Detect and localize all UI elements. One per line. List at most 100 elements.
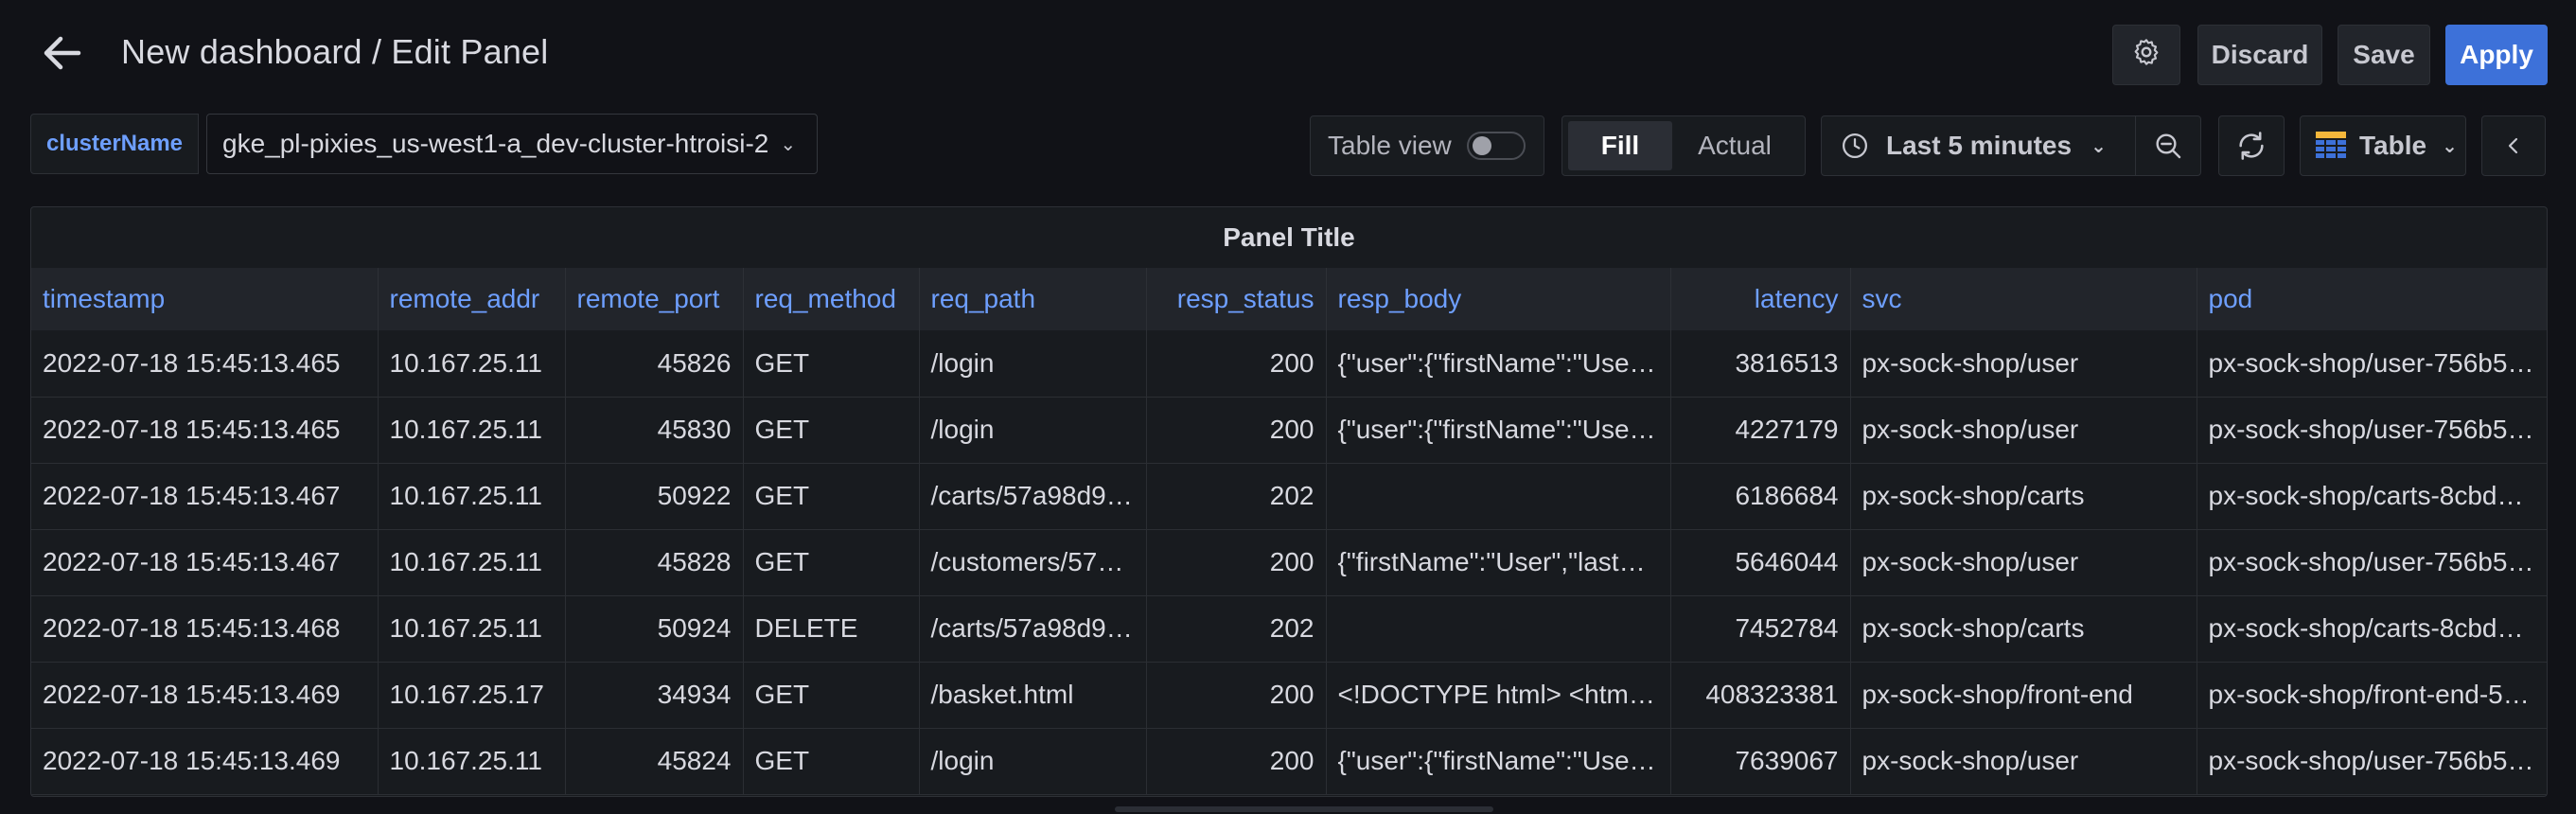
apply-button[interactable]: Apply [2445,25,2548,85]
settings-button[interactable] [2112,25,2180,85]
save-button[interactable]: Save [2338,25,2430,85]
table-cell-resp-status[interactable]: 200 [1146,330,1327,397]
table-cell-pod[interactable]: px-sock-shop/user-756b58b7f5 [2197,529,2547,595]
table-cell-req-path[interactable]: /carts/57a98d98e4b00679b4a830af [919,463,1147,529]
table-cell-remote-port[interactable]: 34934 [565,662,744,728]
table-cell-remote-addr[interactable]: 10.167.25.11 [378,728,566,794]
table-cell-req-path[interactable]: /carts/57a98d98e4b00679b4a830af [919,595,1147,662]
table-cell-timestamp[interactable]: 2022-07-18 15:45:13.469 [31,662,379,728]
table-cell-resp-body[interactable]: {"user":{"firstName":"User","lastName":"… [1326,397,1671,463]
table-cell-remote-addr[interactable]: 10.167.25.17 [378,662,566,728]
table-cell-timestamp[interactable]: 2022-07-18 15:45:13.465 [31,330,379,397]
discard-button[interactable]: Discard [2197,25,2322,85]
table-cell-resp-body[interactable]: <!DOCTYPE html> <html lang="en"> [1326,662,1671,728]
column-header-remote-addr[interactable]: remote_addr [378,268,566,330]
table-cell-resp-body[interactable]: {"user":{"firstName":"User","lastName":"… [1326,330,1671,397]
table-cell-resp-body[interactable] [1326,595,1671,662]
table-cell-remote-port[interactable]: 50922 [565,463,744,529]
table-cell-req-method[interactable]: GET [743,463,920,529]
column-header-remote-port[interactable]: remote_port [565,268,744,330]
column-header-latency[interactable]: latency [1670,268,1851,330]
table-cell-remote-port[interactable]: 45828 [565,529,744,595]
table-cell-req-path[interactable]: /login [919,728,1147,794]
table-cell-timestamp[interactable]: 2022-07-18 15:45:13.469 [31,728,379,794]
column-header-svc[interactable]: svc [1850,268,2197,330]
table-cell-pod[interactable]: px-sock-shop/user-756b58b7f5 [2197,728,2547,794]
table-cell-resp-body[interactable] [1326,463,1671,529]
table-cell-pod[interactable]: px-sock-shop/user-756b58b7f5 [2197,330,2547,397]
table-cell-req-path[interactable]: /login [919,330,1147,397]
horizontal-scrollbar[interactable] [1115,806,1493,812]
chevron-down-icon: ⌄ [2442,135,2458,157]
table-cell-req-path[interactable]: /customers/57a98d98e4b00679b4a830af [919,529,1147,595]
table-cell-req-method[interactable]: GET [743,529,920,595]
zoom-out-button[interactable] [2135,115,2201,176]
table-cell-svc[interactable]: px-sock-shop/user [1850,728,2197,794]
table-cell-pod[interactable]: px-sock-shop/front-end-5c7b [2197,662,2547,728]
fill-option[interactable]: Fill [1568,121,1672,170]
actual-option[interactable]: Actual [1698,131,1772,160]
table-cell-latency[interactable]: 408323381 [1670,662,1851,728]
table-cell-svc[interactable]: px-sock-shop/carts [1850,463,2197,529]
back-arrow-icon[interactable] [38,28,87,78]
table-cell-latency[interactable]: 7452784 [1670,595,1851,662]
table-cell-remote-port[interactable]: 50924 [565,595,744,662]
chevron-left-icon [2504,134,2523,157]
table-cell-remote-addr[interactable]: 10.167.25.11 [378,595,566,662]
table-cell-svc[interactable]: px-sock-shop/carts [1850,595,2197,662]
data-table: timestamp remote_addr remote_port req_me… [31,268,2547,795]
table-cell-req-method[interactable]: GET [743,728,920,794]
fill-actual-segment: Fill Actual [1561,115,1806,176]
table-cell-svc[interactable]: px-sock-shop/user [1850,397,2197,463]
table-cell-pod[interactable]: px-sock-shop/carts-8cbd8c8b6 [2197,595,2547,662]
table-cell-resp-body[interactable]: {"user":{"firstName":"User","lastName":"… [1326,728,1671,794]
table-cell-req-method[interactable]: GET [743,662,920,728]
column-header-req-method[interactable]: req_method [743,268,920,330]
table-cell-req-path[interactable]: /basket.html [919,662,1147,728]
table-cell-resp-status[interactable]: 200 [1146,529,1327,595]
collapse-options-button[interactable] [2481,115,2546,176]
table-cell-remote-port[interactable]: 45830 [565,397,744,463]
table-view-toggle[interactable] [1466,132,1526,160]
table-cell-latency[interactable]: 4227179 [1670,397,1851,463]
table-cell-timestamp[interactable]: 2022-07-18 15:45:13.465 [31,397,379,463]
table-cell-remote-addr[interactable]: 10.167.25.11 [378,529,566,595]
table-cell-resp-body[interactable]: {"firstName":"User","lastName":"Name"} [1326,529,1671,595]
table-cell-resp-status[interactable]: 200 [1146,662,1327,728]
table-cell-resp-status[interactable]: 200 [1146,728,1327,794]
visualization-picker[interactable]: Table ⌄ [2300,115,2466,176]
refresh-button[interactable] [2218,115,2285,176]
table-cell-resp-status[interactable]: 202 [1146,463,1327,529]
table-cell-remote-addr[interactable]: 10.167.25.11 [378,463,566,529]
table-cell-remote-port[interactable]: 45824 [565,728,744,794]
table-cell-req-method[interactable]: GET [743,397,920,463]
table-cell-svc[interactable]: px-sock-shop/user [1850,330,2197,397]
column-header-resp-body[interactable]: resp_body [1326,268,1671,330]
table-cell-latency[interactable]: 3816513 [1670,330,1851,397]
variable-select[interactable]: gke_pl-pixies_us-west1-a_dev-cluster-htr… [206,114,818,174]
table-cell-timestamp[interactable]: 2022-07-18 15:45:13.468 [31,595,379,662]
table-cell-remote-addr[interactable]: 10.167.25.11 [378,330,566,397]
table-cell-req-path[interactable]: /login [919,397,1147,463]
column-header-resp-status[interactable]: resp_status [1146,268,1327,330]
table-cell-timestamp[interactable]: 2022-07-18 15:45:13.467 [31,463,379,529]
table-cell-resp-status[interactable]: 200 [1146,397,1327,463]
table-cell-remote-addr[interactable]: 10.167.25.11 [378,397,566,463]
table-cell-req-method[interactable]: DELETE [743,595,920,662]
table-cell-svc[interactable]: px-sock-shop/user [1850,529,2197,595]
table-cell-remote-port[interactable]: 45826 [565,330,744,397]
table-cell-pod[interactable]: px-sock-shop/carts-8cbd8c8b6 [2197,463,2547,529]
table-cell-resp-status[interactable]: 202 [1146,595,1327,662]
column-header-timestamp[interactable]: timestamp [31,268,379,330]
table-cell-latency[interactable]: 7639067 [1670,728,1851,794]
column-header-pod[interactable]: pod [2197,268,2547,330]
table-cell-latency[interactable]: 5646044 [1670,529,1851,595]
table-cell-pod[interactable]: px-sock-shop/user-756b58b7f5 [2197,397,2547,463]
table-cell-latency[interactable]: 6186684 [1670,463,1851,529]
table-cell-timestamp[interactable]: 2022-07-18 15:45:13.467 [31,529,379,595]
table-cell-req-method[interactable]: GET [743,330,920,397]
panel-title[interactable]: Panel Title [1223,222,1355,252]
table-cell-svc[interactable]: px-sock-shop/front-end [1850,662,2197,728]
column-header-req-path[interactable]: req_path [919,268,1147,330]
